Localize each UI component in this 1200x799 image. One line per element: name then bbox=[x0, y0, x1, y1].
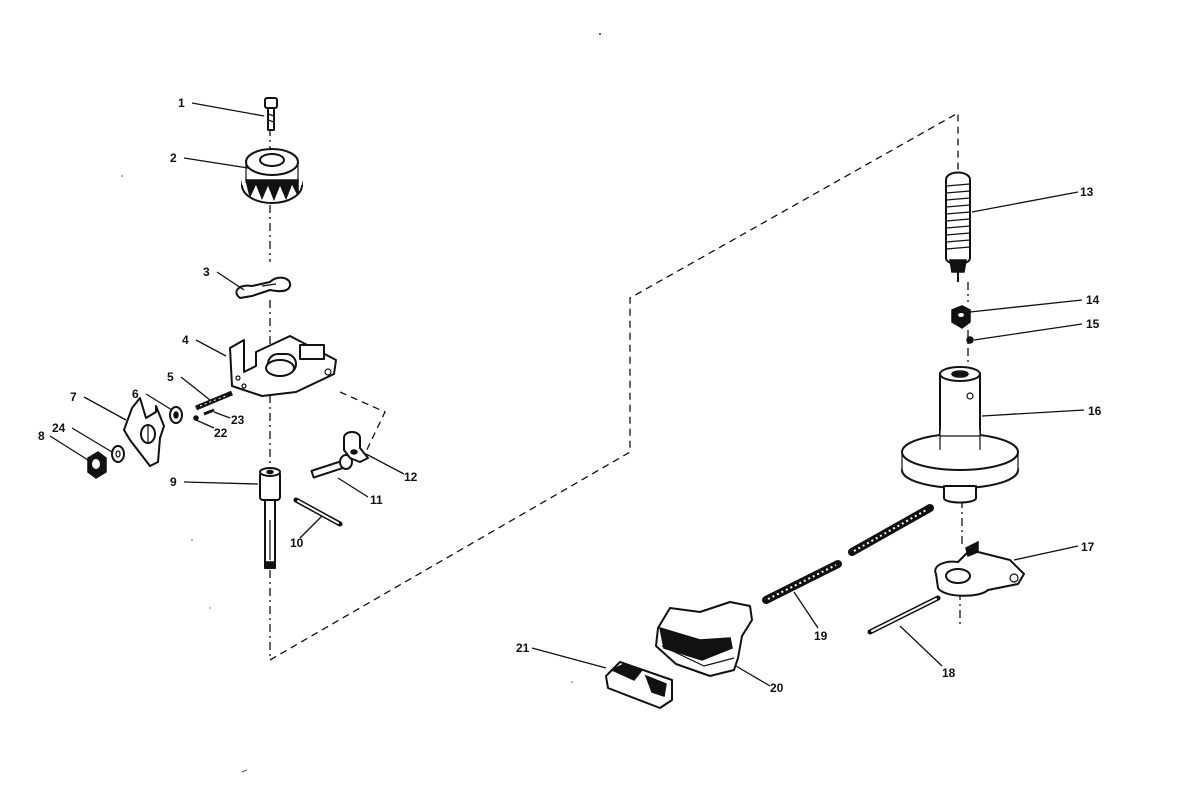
callout-10: 10 bbox=[290, 515, 323, 550]
part-19-belt bbox=[762, 504, 934, 604]
callout-3: 3 bbox=[203, 265, 245, 291]
callout-17: 17 bbox=[1013, 540, 1095, 561]
callout-22: 22 bbox=[195, 419, 228, 440]
part-5-rod bbox=[195, 390, 233, 411]
label-23: 23 bbox=[231, 413, 245, 427]
part-23-pin bbox=[203, 408, 215, 416]
label-7: 7 bbox=[70, 390, 77, 404]
part-24-washer bbox=[111, 445, 125, 463]
label-1: 1 bbox=[178, 96, 185, 110]
callout-6: 6 bbox=[132, 387, 173, 411]
part-17-bracket bbox=[934, 540, 1025, 597]
label-5: 5 bbox=[167, 370, 174, 384]
callout-15: 15 bbox=[973, 317, 1100, 341]
label-10: 10 bbox=[290, 536, 304, 550]
callout-13: 13 bbox=[971, 185, 1094, 213]
part-6-washer bbox=[169, 406, 183, 424]
part-3-clip bbox=[235, 276, 292, 299]
part-9-shaft bbox=[259, 467, 281, 569]
part-2-gear bbox=[241, 148, 303, 204]
callout-21: 21 bbox=[516, 641, 607, 669]
part-4-bracket bbox=[229, 335, 337, 397]
part-10-pin bbox=[293, 497, 343, 527]
label-19: 19 bbox=[814, 629, 828, 643]
label-14: 14 bbox=[1086, 293, 1100, 307]
callout-18: 18 bbox=[899, 625, 956, 680]
label-6: 6 bbox=[132, 387, 139, 401]
callout-11: 11 bbox=[337, 477, 383, 507]
label-11: 11 bbox=[370, 493, 383, 507]
callout-9: 9 bbox=[170, 475, 259, 489]
label-12: 12 bbox=[404, 470, 418, 484]
label-20: 20 bbox=[770, 681, 784, 695]
callout-4: 4 bbox=[182, 333, 227, 357]
label-22: 22 bbox=[214, 426, 228, 440]
part-14-nut bbox=[951, 305, 971, 329]
callout-19: 19 bbox=[793, 591, 828, 643]
callout-8: 8 bbox=[38, 429, 89, 461]
callout-1: 1 bbox=[178, 96, 265, 117]
label-17: 17 bbox=[1081, 540, 1095, 554]
part-8-nut bbox=[87, 451, 107, 479]
part-11-screw bbox=[310, 454, 353, 479]
label-21: 21 bbox=[516, 641, 530, 655]
part-21-clip bbox=[605, 661, 673, 709]
part-15-ball bbox=[966, 336, 974, 344]
part-22-pin bbox=[193, 415, 199, 421]
label-2: 2 bbox=[170, 151, 177, 165]
callout-2: 2 bbox=[170, 151, 249, 169]
callout-16: 16 bbox=[981, 404, 1102, 418]
label-15: 15 bbox=[1086, 317, 1100, 331]
part-12-clamp bbox=[343, 431, 369, 463]
label-13: 13 bbox=[1080, 185, 1094, 199]
label-18: 18 bbox=[942, 666, 956, 680]
label-9: 9 bbox=[170, 475, 177, 489]
part-1-screw bbox=[264, 97, 278, 131]
label-24: 24 bbox=[52, 421, 66, 435]
part-20-cover bbox=[655, 601, 753, 677]
callout-labels: 1 2 3 4 5 6 7 24 bbox=[38, 96, 1102, 695]
callout-24: 24 bbox=[52, 421, 113, 453]
callout-20: 20 bbox=[735, 665, 784, 695]
label-3: 3 bbox=[203, 265, 210, 279]
callout-7: 7 bbox=[70, 390, 127, 421]
callout-5: 5 bbox=[167, 370, 211, 401]
part-16-spindle bbox=[901, 366, 1019, 504]
assembly-guide-lines bbox=[269, 111, 969, 661]
part-13-spring bbox=[945, 171, 971, 282]
callout-14: 14 bbox=[969, 293, 1100, 313]
callout-12: 12 bbox=[365, 453, 418, 484]
scan-specks bbox=[121, 33, 601, 773]
label-8: 8 bbox=[38, 429, 45, 443]
part-7-plate bbox=[123, 397, 165, 467]
label-4: 4 bbox=[182, 333, 189, 347]
part-18-pin bbox=[867, 595, 941, 635]
callout-23: 23 bbox=[213, 411, 245, 427]
label-16: 16 bbox=[1088, 404, 1102, 418]
